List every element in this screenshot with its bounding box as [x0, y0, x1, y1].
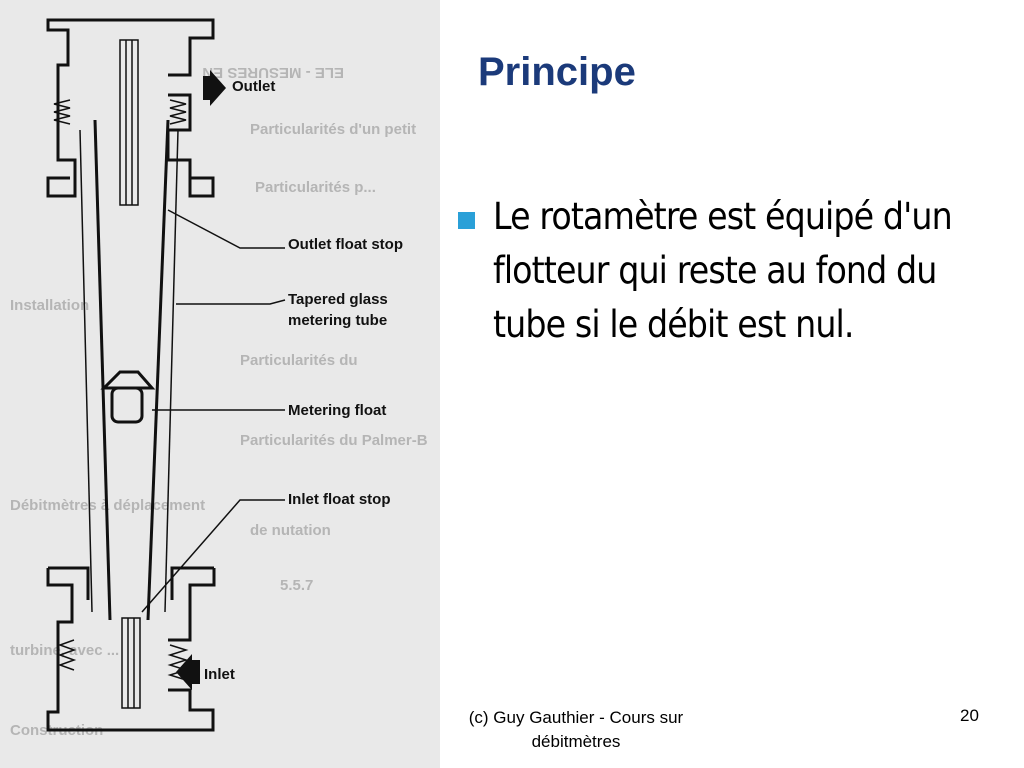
metering-float	[100, 370, 156, 424]
svg-text:turbine, avec ...: turbine, avec ...	[10, 642, 119, 659]
inlet-fitting	[46, 566, 216, 732]
svg-text:Particularités d'un petit: Particularités d'un petit	[250, 121, 416, 138]
svg-text:Particularités du Palmer-B: Particularités du Palmer-B	[240, 432, 428, 449]
slide-title: Principe	[478, 50, 636, 94]
svg-text:5.5.7: 5.5.7	[280, 577, 313, 594]
outlet-fitting	[46, 18, 215, 198]
svg-text:Installation: Installation	[10, 297, 89, 314]
rotameter-drawing: ELE - MESURES EN Particularités d'un pet…	[10, 18, 428, 739]
svg-text:Particularités du: Particularités du	[240, 352, 358, 369]
label-tapered-tube-line1: Tapered glass	[288, 291, 388, 308]
leader-lines	[141, 209, 286, 613]
footer-line-2: débitmètres	[531, 732, 621, 751]
svg-text:de nutation: de nutation	[250, 522, 331, 539]
rotameter-diagram: ELE - MESURES EN Particularités d'un pet…	[0, 0, 440, 768]
tapered-glass-tube	[79, 119, 179, 621]
label-inlet-float-stop: Inlet float stop	[288, 491, 391, 508]
outlet-arrow	[203, 70, 226, 106]
bullet-text: Le rotamètre est équipé d'un flotteur qu…	[493, 195, 953, 346]
outlet-stop-rod	[119, 39, 139, 206]
svg-text:Particularités p...: Particularités p...	[255, 179, 376, 196]
label-tapered-tube-line2: metering tube	[288, 312, 387, 329]
footer-credit: (c) Guy Gauthier - Cours sur débitmètres	[436, 706, 716, 754]
inlet-arrow	[176, 654, 200, 690]
label-inlet: Inlet	[204, 666, 235, 683]
label-outlet: Outlet	[232, 78, 275, 95]
square-bullet-icon	[458, 212, 475, 229]
label-outlet-float-stop: Outlet float stop	[288, 236, 403, 253]
label-metering-float: Metering float	[288, 402, 386, 419]
footer-line-1: (c) Guy Gauthier - Cours sur	[468, 708, 684, 727]
bullet-item: Le rotamètre est équipé d'un flotteur qu…	[458, 190, 1008, 352]
svg-text:ELE - MESURES EN: ELE - MESURES EN	[202, 64, 344, 81]
page-number: 20	[960, 706, 979, 725]
inlet-stop-rod	[121, 617, 141, 709]
